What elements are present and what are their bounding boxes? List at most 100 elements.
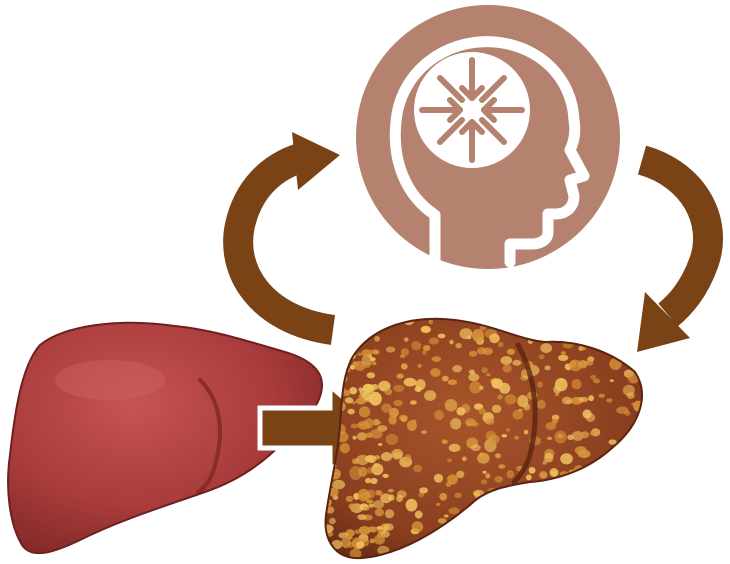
- liver-nodule: [529, 467, 536, 474]
- liver-nodule: [549, 508, 553, 511]
- liver-nodule: [623, 385, 635, 396]
- liver-nodule: [363, 384, 373, 393]
- liver-nodule: [501, 356, 513, 365]
- liver-nodule: [548, 557, 557, 562]
- liver-nodule: [576, 491, 587, 501]
- liver-nodule: [482, 348, 493, 355]
- liver-nodule: [368, 526, 376, 532]
- liver-nodule: [593, 335, 606, 348]
- liver-nodule: [358, 387, 363, 391]
- liver-nodule: [559, 483, 571, 491]
- liver-nodule: [449, 340, 453, 345]
- liver-nodule: [492, 524, 496, 527]
- liver-nodule: [353, 327, 364, 335]
- liver-nodule: [448, 379, 457, 385]
- liver-nodule: [484, 550, 489, 554]
- liver-nodule: [363, 361, 371, 368]
- liver-nodule: [636, 486, 646, 494]
- liver-nodule: [628, 509, 640, 518]
- liver-nodule: [542, 542, 549, 548]
- liver-nodule: [590, 548, 598, 554]
- liver-nodule: [364, 418, 374, 429]
- liver-nodule: [462, 456, 467, 461]
- liver-nodule: [354, 461, 358, 464]
- liver-nodule: [482, 367, 488, 373]
- liver-nodule: [534, 328, 544, 339]
- liver-nodule: [550, 468, 559, 477]
- liver-nodule: [517, 522, 529, 531]
- liver-nodule: [466, 550, 478, 560]
- liver-nodule: [544, 453, 553, 463]
- liver-nodule: [572, 537, 581, 547]
- liver-nodule: [539, 508, 550, 516]
- liver-nodule: [595, 534, 603, 542]
- liver-nodule: [597, 485, 603, 489]
- liver-nodule: [481, 453, 489, 460]
- liver-nodule: [479, 408, 486, 415]
- liver-nodule: [536, 546, 541, 551]
- liver-nodule: [412, 419, 416, 422]
- liver-nodule: [539, 354, 545, 359]
- liver-nodule: [486, 373, 490, 376]
- liver-nodule: [574, 502, 585, 510]
- liver-nodule: [514, 436, 519, 440]
- liver-nodule: [372, 362, 376, 366]
- liver-nodule: [421, 430, 427, 434]
- liver-nodule: [357, 432, 367, 440]
- liver-nodule: [489, 333, 500, 343]
- liver-nodule: [517, 395, 528, 407]
- liver-nodule: [532, 508, 543, 515]
- liver-nodule: [365, 455, 374, 462]
- liver-nodule: [540, 343, 552, 353]
- liver-nodule: [626, 313, 633, 318]
- liver-nodule: [492, 405, 502, 413]
- liver-nodule: [367, 372, 376, 378]
- liver-nodule: [413, 465, 422, 473]
- liver-nodule: [637, 428, 641, 432]
- liver-nodule: [483, 471, 487, 474]
- liver-nodule: [487, 510, 499, 522]
- liver-nodule: [453, 549, 463, 558]
- liver-nodule: [430, 368, 441, 377]
- liver-nodule: [480, 524, 492, 533]
- liver-nodule: [628, 476, 636, 484]
- liver-nodule: [369, 392, 382, 406]
- liver-nodule: [377, 526, 382, 530]
- liver-nodule: [374, 535, 385, 545]
- liver-nodule: [460, 328, 473, 339]
- liver-nodule: [506, 428, 510, 432]
- liver-nodule: [432, 356, 441, 362]
- liver-nodule: [321, 524, 333, 533]
- liver-nodule: [589, 519, 597, 528]
- liver-nodule: [480, 543, 489, 551]
- liver-nodule: [599, 394, 606, 398]
- liver-nodule: [468, 373, 479, 381]
- liver-nodule: [385, 389, 393, 396]
- liver-nodule: [631, 335, 638, 339]
- liver-nodule: [609, 482, 621, 492]
- liver-nodule: [332, 359, 343, 366]
- liver-nodule: [583, 409, 592, 418]
- liver-nodule: [506, 470, 514, 478]
- liver-nodule: [595, 320, 599, 325]
- liver-nodule: [386, 434, 399, 445]
- liver-nodule: [577, 326, 587, 333]
- liver-nodule: [516, 533, 522, 538]
- liver-nodule: [330, 364, 336, 371]
- liver-nodule: [570, 506, 575, 510]
- liver-nodule: [638, 543, 647, 551]
- liver-nodule: [552, 419, 559, 424]
- liver-nodule: [486, 431, 496, 441]
- liver-nodule: [557, 493, 563, 497]
- liver-nodule: [570, 360, 577, 367]
- liver-nodule: [411, 341, 421, 350]
- liver-nodule: [380, 314, 384, 318]
- liver-nodule: [410, 400, 417, 405]
- liver-nodule: [378, 443, 382, 446]
- liver-nodule: [391, 449, 403, 460]
- liver-nodule: [467, 542, 477, 548]
- liver-nodule: [456, 407, 465, 416]
- liver-nodule: [513, 537, 526, 549]
- liver-nodule: [610, 379, 614, 382]
